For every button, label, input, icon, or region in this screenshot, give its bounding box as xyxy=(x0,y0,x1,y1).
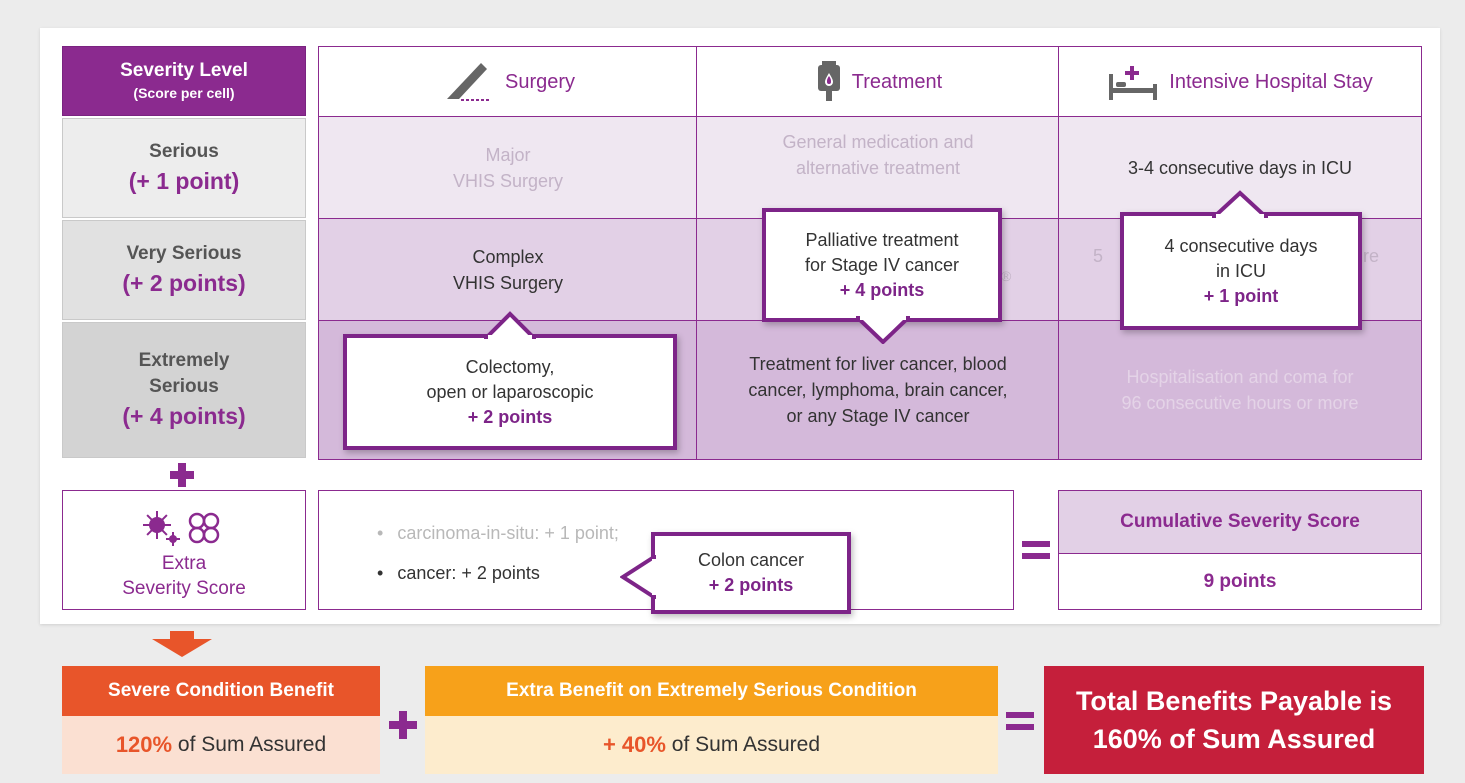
callout-text: Colon cancer xyxy=(697,550,805,570)
equals-icon xyxy=(1022,541,1050,559)
cell-text: re xyxy=(1363,246,1380,266)
callout-text: 4 consecutive days xyxy=(1164,235,1318,256)
level-points: (+ 2 points) xyxy=(122,270,246,296)
severity-level-subtitle: (Score per cell) xyxy=(133,85,235,101)
level-serious: Serious (+ 1 point) xyxy=(62,118,306,218)
callout-pointer-up xyxy=(484,311,536,339)
callout-text: for Stage IV cancer xyxy=(804,254,960,275)
callout-text: in ICU xyxy=(1215,260,1266,281)
column-header-treatment: Treatment xyxy=(696,46,1060,118)
callout-text: Colectomy, xyxy=(465,356,555,377)
cell-surgery-very-serious: Complex VHIS Surgery xyxy=(318,218,698,322)
hospital-bed-icon xyxy=(1109,66,1158,100)
total-line: Total Benefits Payable is xyxy=(1075,686,1393,716)
list-item: •carcinoma-in-situ: + 1 point; xyxy=(377,523,619,543)
callout-colon-cancer: Colon cancer + 2 points xyxy=(651,532,851,614)
callout-palliative: Palliative treatment for Stage IV cancer… xyxy=(762,208,1002,322)
column-header-hospital-stay: Intensive Hospital Stay xyxy=(1058,46,1422,118)
severity-level-header: Severity Level (Score per cell) xyxy=(62,46,306,116)
cell-text: VHIS Surgery xyxy=(452,171,564,191)
column-label: Treatment xyxy=(851,71,943,93)
cell-stay-extremely-serious: Hospitalisation and coma for 96 consecut… xyxy=(1058,320,1422,460)
plus-icon xyxy=(170,463,194,487)
severe-condition-benefit-value: 120% of Sum Assured xyxy=(62,716,380,774)
callout-pointer-up xyxy=(1212,190,1268,218)
extra-benefit-value: + 40% of Sum Assured xyxy=(425,716,998,774)
callout-icu: 4 consecutive days in ICU + 1 point xyxy=(1120,212,1362,330)
cell-text: General medication and xyxy=(782,132,974,152)
level-points: (+ 4 points) xyxy=(122,403,246,429)
total-benefits-box: Total Benefits Payable is 160% of Sum As… xyxy=(1044,666,1424,774)
level-name: Extremely xyxy=(138,350,230,371)
scalpel-icon xyxy=(446,63,489,101)
benefit-percent: + 40% xyxy=(602,732,666,757)
cell-text: Major xyxy=(485,145,531,165)
callout-colectomy: Colectomy, open or laparoscopic + 2 poin… xyxy=(343,334,677,450)
column-header-surgery: Surgery xyxy=(318,46,698,118)
column-label: Surgery xyxy=(504,71,576,93)
cell-surgery-serious: Major VHIS Surgery xyxy=(318,116,698,220)
level-name: Serious xyxy=(149,376,219,397)
severity-level-title: Severity Level xyxy=(120,60,248,81)
cell-text: VHIS Surgery xyxy=(452,273,564,293)
iv-bag-icon xyxy=(817,61,840,101)
callout-points: + 2 points xyxy=(708,575,794,595)
extra-label: Severity Score xyxy=(122,578,246,599)
level-very-serious: Very Serious (+ 2 points) xyxy=(62,220,306,320)
bullet-text: cancer: + 2 points xyxy=(397,563,540,583)
benefit-percent: 120% xyxy=(115,732,173,757)
level-name: Serious xyxy=(149,141,219,162)
level-points: (+ 1 point) xyxy=(128,168,240,194)
cell-treatment-serious: General medication and alternative treat… xyxy=(696,116,1060,220)
extra-label: Extra xyxy=(161,553,207,574)
total-line: 160% of Sum Assured xyxy=(1092,724,1376,754)
cell-treatment-extremely-serious: Treatment for liver cancer, blood cancer… xyxy=(696,320,1060,460)
benefit-rest: of Sum Assured xyxy=(172,733,327,756)
level-name: Very Serious xyxy=(126,243,242,264)
arrow-down-icon xyxy=(152,631,212,657)
cell-text: 96 consecutive hours or more xyxy=(1121,393,1359,413)
cell-text: Complex xyxy=(472,247,544,267)
extra-benefit-title: Extra Benefit on Extremely Serious Condi… xyxy=(425,666,998,716)
list-item: •cancer: + 2 points xyxy=(377,563,540,583)
cell-text: 3-4 consecutive days in ICU xyxy=(1127,158,1353,178)
cell-text: ® xyxy=(1001,268,1012,284)
callout-text: Palliative treatment xyxy=(805,229,959,250)
plus-icon xyxy=(389,711,417,739)
virus-cells-icon xyxy=(143,511,220,546)
callout-points: + 2 points xyxy=(467,406,553,427)
level-extremely-serious: Extremely Serious (+ 4 points) xyxy=(62,322,306,458)
cell-text: 5 xyxy=(1093,246,1104,266)
callout-points: + 1 point xyxy=(1203,285,1279,306)
cell-text: cancer, lymphoma, brain cancer, xyxy=(748,380,1008,400)
equals-icon xyxy=(1006,712,1034,730)
severe-condition-benefit-title: Severe Condition Benefit xyxy=(62,666,380,716)
callout-text: open or laparoscopic xyxy=(426,381,594,402)
callout-pointer-left xyxy=(620,555,656,599)
bullet-text: carcinoma-in-situ: + 1 point; xyxy=(397,523,619,543)
extra-severity-score: Extra Severity Score xyxy=(62,490,306,610)
benefit-rest: of Sum Assured xyxy=(665,733,821,756)
column-label: Intensive Hospital Stay xyxy=(1169,71,1373,93)
cumulative-severity-value: 9 points xyxy=(1058,554,1422,610)
cell-text: alternative treatment xyxy=(795,158,961,178)
callout-pointer-down xyxy=(856,316,910,344)
cell-text: Hospitalisation and coma for xyxy=(1126,367,1354,387)
cell-text: or any Stage IV cancer xyxy=(786,406,970,426)
cell-text: Treatment for liver cancer, blood xyxy=(749,354,1007,374)
callout-points: + 4 points xyxy=(839,279,925,300)
cumulative-severity-title: Cumulative Severity Score xyxy=(1058,490,1422,554)
